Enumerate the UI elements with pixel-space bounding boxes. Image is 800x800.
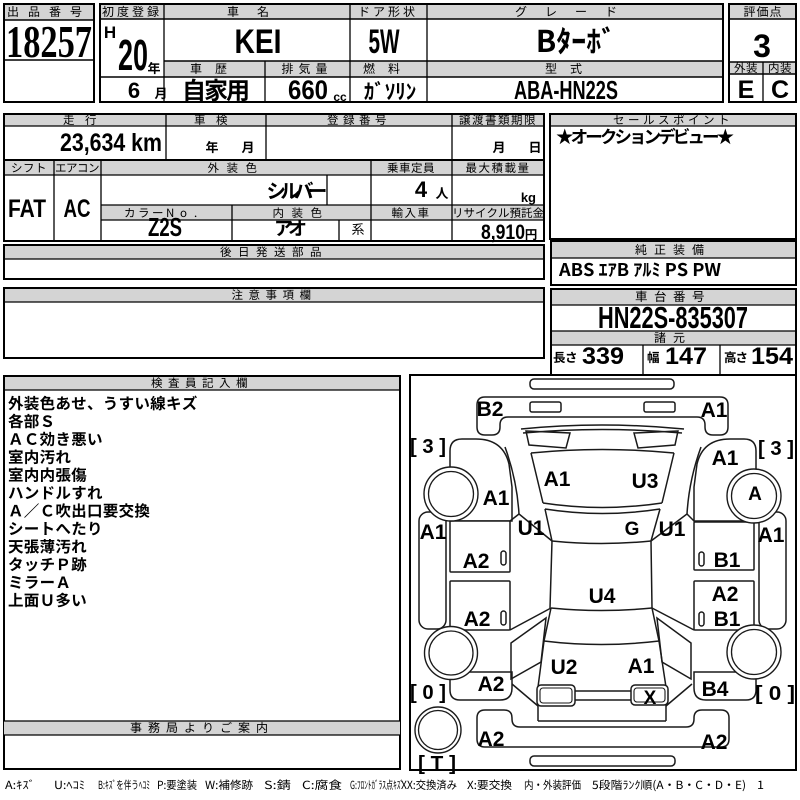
svg-text:HN22S-835307: HN22S-835307	[598, 300, 748, 335]
svg-text:A1: A1	[544, 468, 571, 491]
svg-text:23,634 km: 23,634 km	[60, 129, 162, 157]
svg-text:[ 0 ]: [ 0 ]	[755, 683, 795, 705]
svg-text:X: X	[644, 688, 657, 709]
svg-text:[ T ]: [ T ]	[418, 753, 456, 775]
svg-text:B1: B1	[714, 608, 741, 631]
svg-text:A2: A2	[712, 583, 739, 606]
svg-text:[ 3 ]: [ 3 ]	[758, 438, 794, 460]
svg-text:U2: U2	[551, 656, 578, 679]
svg-text:A1: A1	[420, 521, 447, 544]
svg-text:B1: B1	[714, 549, 741, 572]
svg-text:ABA-HN22S: ABA-HN22S	[514, 75, 618, 105]
svg-text:B2: B2	[477, 398, 504, 421]
svg-text:A2: A2	[478, 673, 505, 696]
svg-text:3: 3	[753, 28, 771, 64]
svg-text:H: H	[104, 23, 116, 42]
svg-text:8,910: 8,910	[481, 221, 525, 244]
svg-text:A2: A2	[464, 608, 491, 631]
svg-text:FAT: FAT	[8, 195, 46, 223]
svg-text:B4: B4	[702, 678, 729, 701]
svg-text:U3: U3	[632, 470, 659, 493]
svg-text:4: 4	[415, 177, 428, 202]
svg-text:G: G	[625, 519, 640, 540]
svg-text:147: 147	[665, 343, 707, 370]
svg-text:A1: A1	[483, 487, 510, 510]
svg-text:kg: kg	[521, 190, 536, 205]
svg-text:154: 154	[751, 343, 794, 370]
svg-text:A1: A1	[758, 524, 785, 547]
svg-text:A2: A2	[478, 728, 505, 751]
svg-text:KEI: KEI	[235, 23, 282, 61]
svg-text:U1: U1	[518, 517, 545, 540]
svg-text:339: 339	[582, 343, 624, 370]
svg-text:cc: cc	[333, 90, 347, 104]
svg-text:18257: 18257	[6, 16, 92, 67]
svg-text:660: 660	[288, 75, 328, 105]
svg-text:A2: A2	[463, 550, 490, 573]
svg-text:U4: U4	[589, 585, 616, 608]
svg-text:[ 3 ]: [ 3 ]	[410, 436, 446, 458]
svg-text:20: 20	[118, 31, 148, 80]
svg-text:5W: 5W	[369, 23, 401, 61]
svg-text:E: E	[738, 76, 755, 104]
svg-text:[ 0 ]: [ 0 ]	[410, 682, 446, 704]
svg-text:A1: A1	[701, 399, 728, 422]
svg-text:A2: A2	[701, 731, 728, 754]
svg-text:AC: AC	[64, 195, 91, 223]
svg-text:6: 6	[128, 78, 140, 103]
svg-text:A1: A1	[628, 655, 655, 678]
svg-text:A: A	[748, 484, 762, 505]
svg-text:A1: A1	[712, 447, 739, 470]
svg-text:Z2S: Z2S	[148, 212, 182, 242]
svg-text:U1: U1	[659, 518, 686, 541]
svg-text:C: C	[771, 76, 789, 104]
